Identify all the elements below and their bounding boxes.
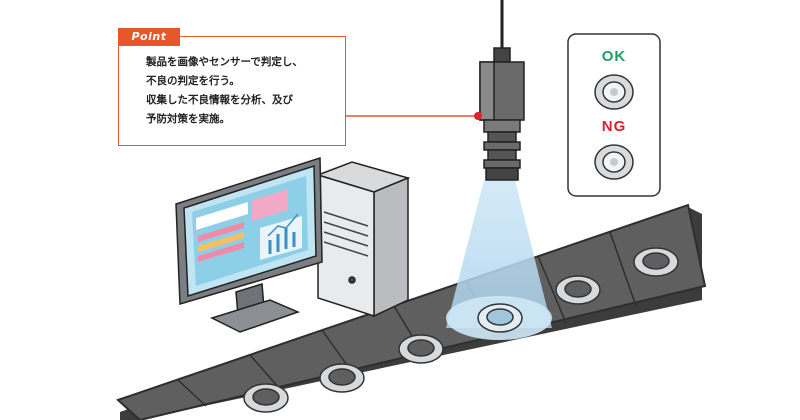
product-washer — [243, 383, 289, 413]
callout-dot — [474, 112, 482, 120]
ok-ng-indicator-panel — [567, 33, 661, 197]
point-tag: Point — [118, 28, 180, 46]
point-line-4: 予防対策を実施。 — [146, 113, 230, 125]
product-parts — [243, 247, 679, 413]
product-washer — [633, 247, 679, 277]
pc-tower-icon — [315, 161, 411, 318]
product-washer — [398, 334, 444, 364]
monitor-icon — [175, 156, 323, 333]
product-washer — [319, 363, 365, 393]
point-line-3: 収集した不良情報を分析、及び — [146, 94, 293, 106]
ok-label: OK — [601, 48, 627, 65]
ok-lamp-icon — [594, 74, 634, 110]
point-line-1: 製品を画像やセンサーで判定し、 — [146, 56, 303, 68]
inspection-light-beam — [446, 180, 552, 328]
product-washer-inspected — [477, 303, 523, 333]
camera-icon — [479, 0, 525, 181]
point-description: 製品を画像やセンサーで判定し、 不良の判定を行う。 収集した不良情報を分析、及び… — [146, 53, 342, 129]
ng-label: NG — [601, 118, 627, 135]
point-callout-box — [118, 36, 346, 146]
product-washer — [555, 275, 601, 305]
point-line-2: 不良の判定を行う。 — [146, 75, 240, 87]
ng-lamp-icon — [594, 144, 634, 180]
